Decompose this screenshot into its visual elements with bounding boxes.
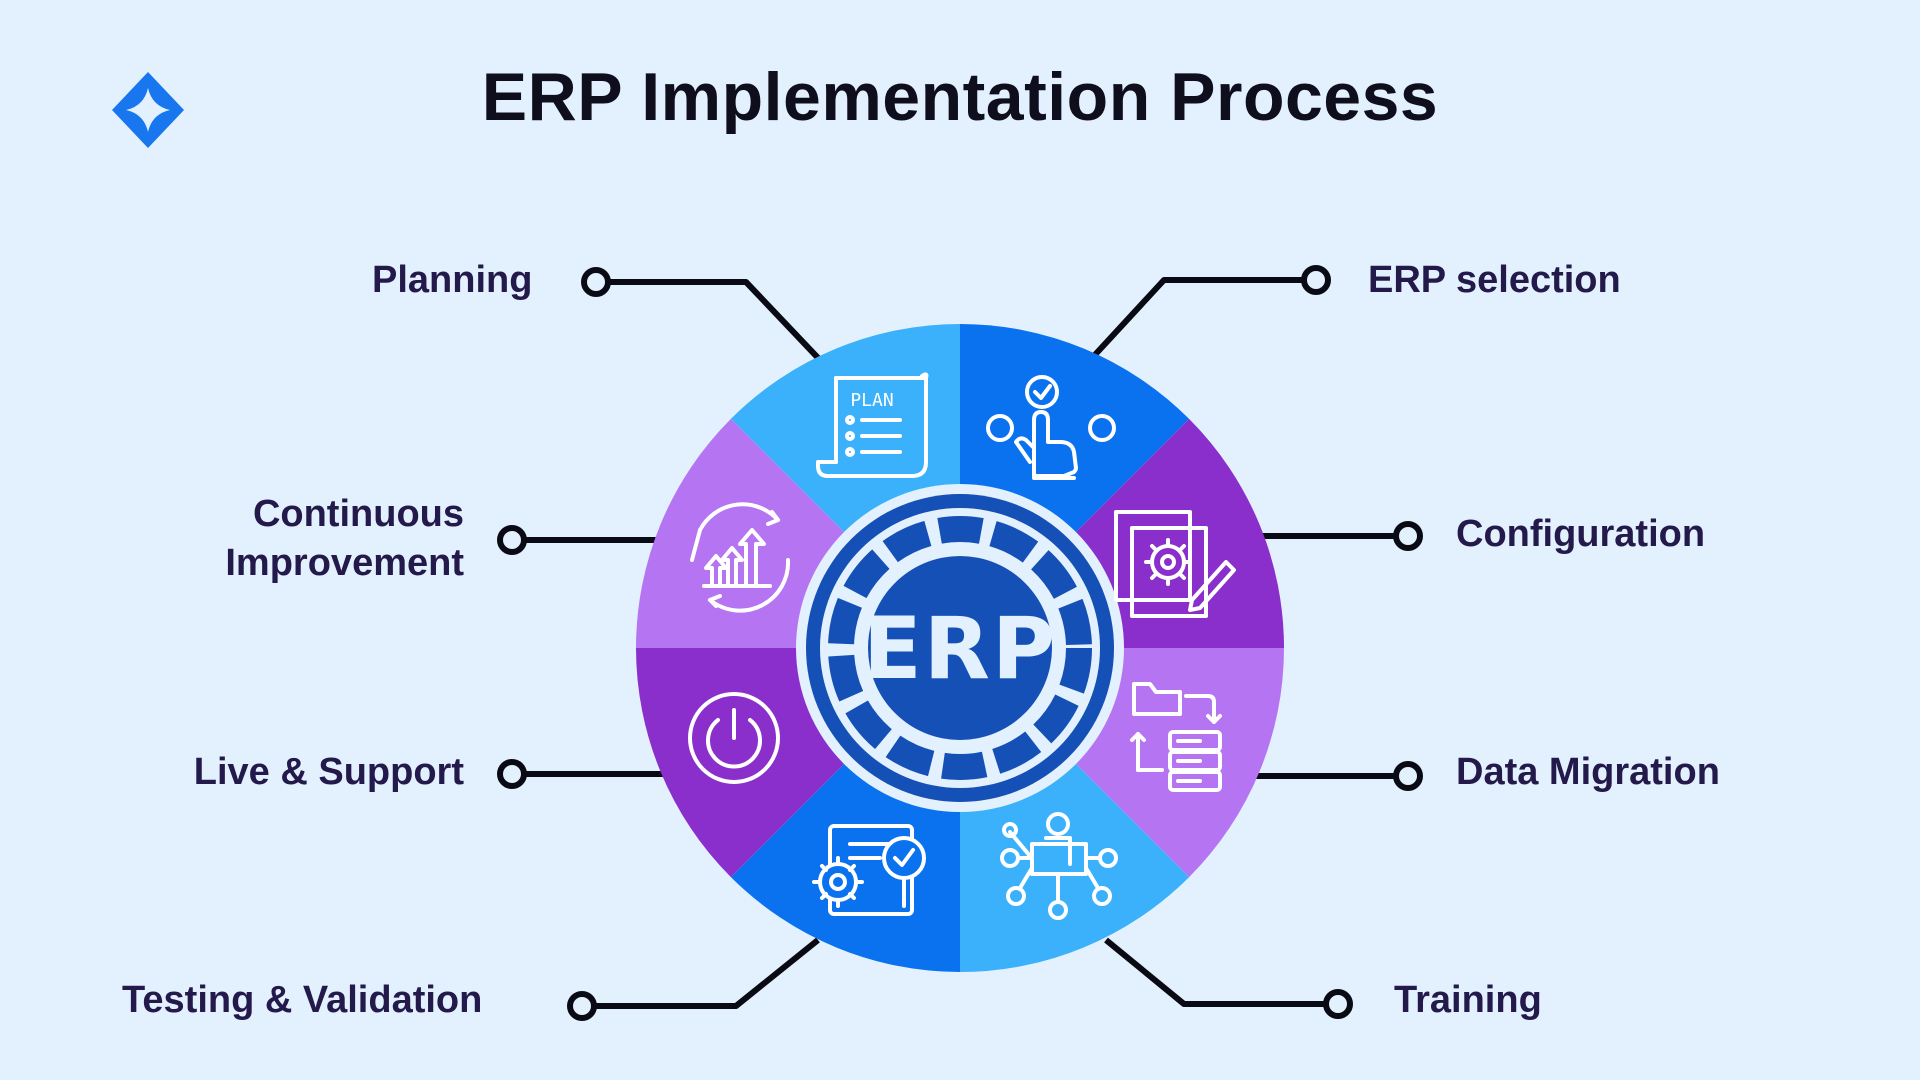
node-erp-selection [1301,265,1331,295]
step-label-training: Training [1394,979,1542,1021]
node-training [1323,989,1353,1019]
step-label-continuous-improvement: Continuous Improvement [225,490,464,589]
plan-icon-text: PLAN [850,390,893,411]
step-label-continuous-improvement-line2: Improvement [225,542,464,585]
step-label-testing-validation: Testing & Validation [122,979,483,1021]
connector-testing [582,937,820,1009]
step-label-continuous-improvement-line1: Continuous [252,493,464,535]
plan-scroll-icon: PLAN [816,372,929,478]
connector-training [1104,937,1338,1007]
page-title: ERP Implementation Process [481,59,1439,135]
brand-logo-icon [112,72,184,148]
node-live-support [497,759,527,789]
gear-checkmark-icon [812,824,926,916]
connector-planning [596,279,823,363]
step-label-erp-selection: ERP selection [1368,259,1621,301]
node-data-migration [1393,761,1423,791]
folder-server-icon [1130,682,1222,792]
document-gear-icon [1114,510,1236,618]
hub-label: ERP [863,599,1057,699]
erp-hub: ERP [796,484,1124,812]
power-icon [688,692,780,784]
step-label-data-migration: Data Migration [1456,751,1720,793]
node-planning [581,267,611,297]
node-configuration [1393,521,1423,551]
step-label-planning: Planning [372,259,533,301]
growth-cycle-icon [690,502,791,613]
step-label-live-support: Live & Support [193,751,464,793]
step-label-configuration: Configuration [1456,513,1706,555]
node-testing [567,991,597,1021]
presenter-network-icon [1000,812,1118,920]
hand-select-icon [986,375,1116,480]
connector-erp-selection [1089,277,1316,361]
node-continuous-improvement [497,525,527,555]
